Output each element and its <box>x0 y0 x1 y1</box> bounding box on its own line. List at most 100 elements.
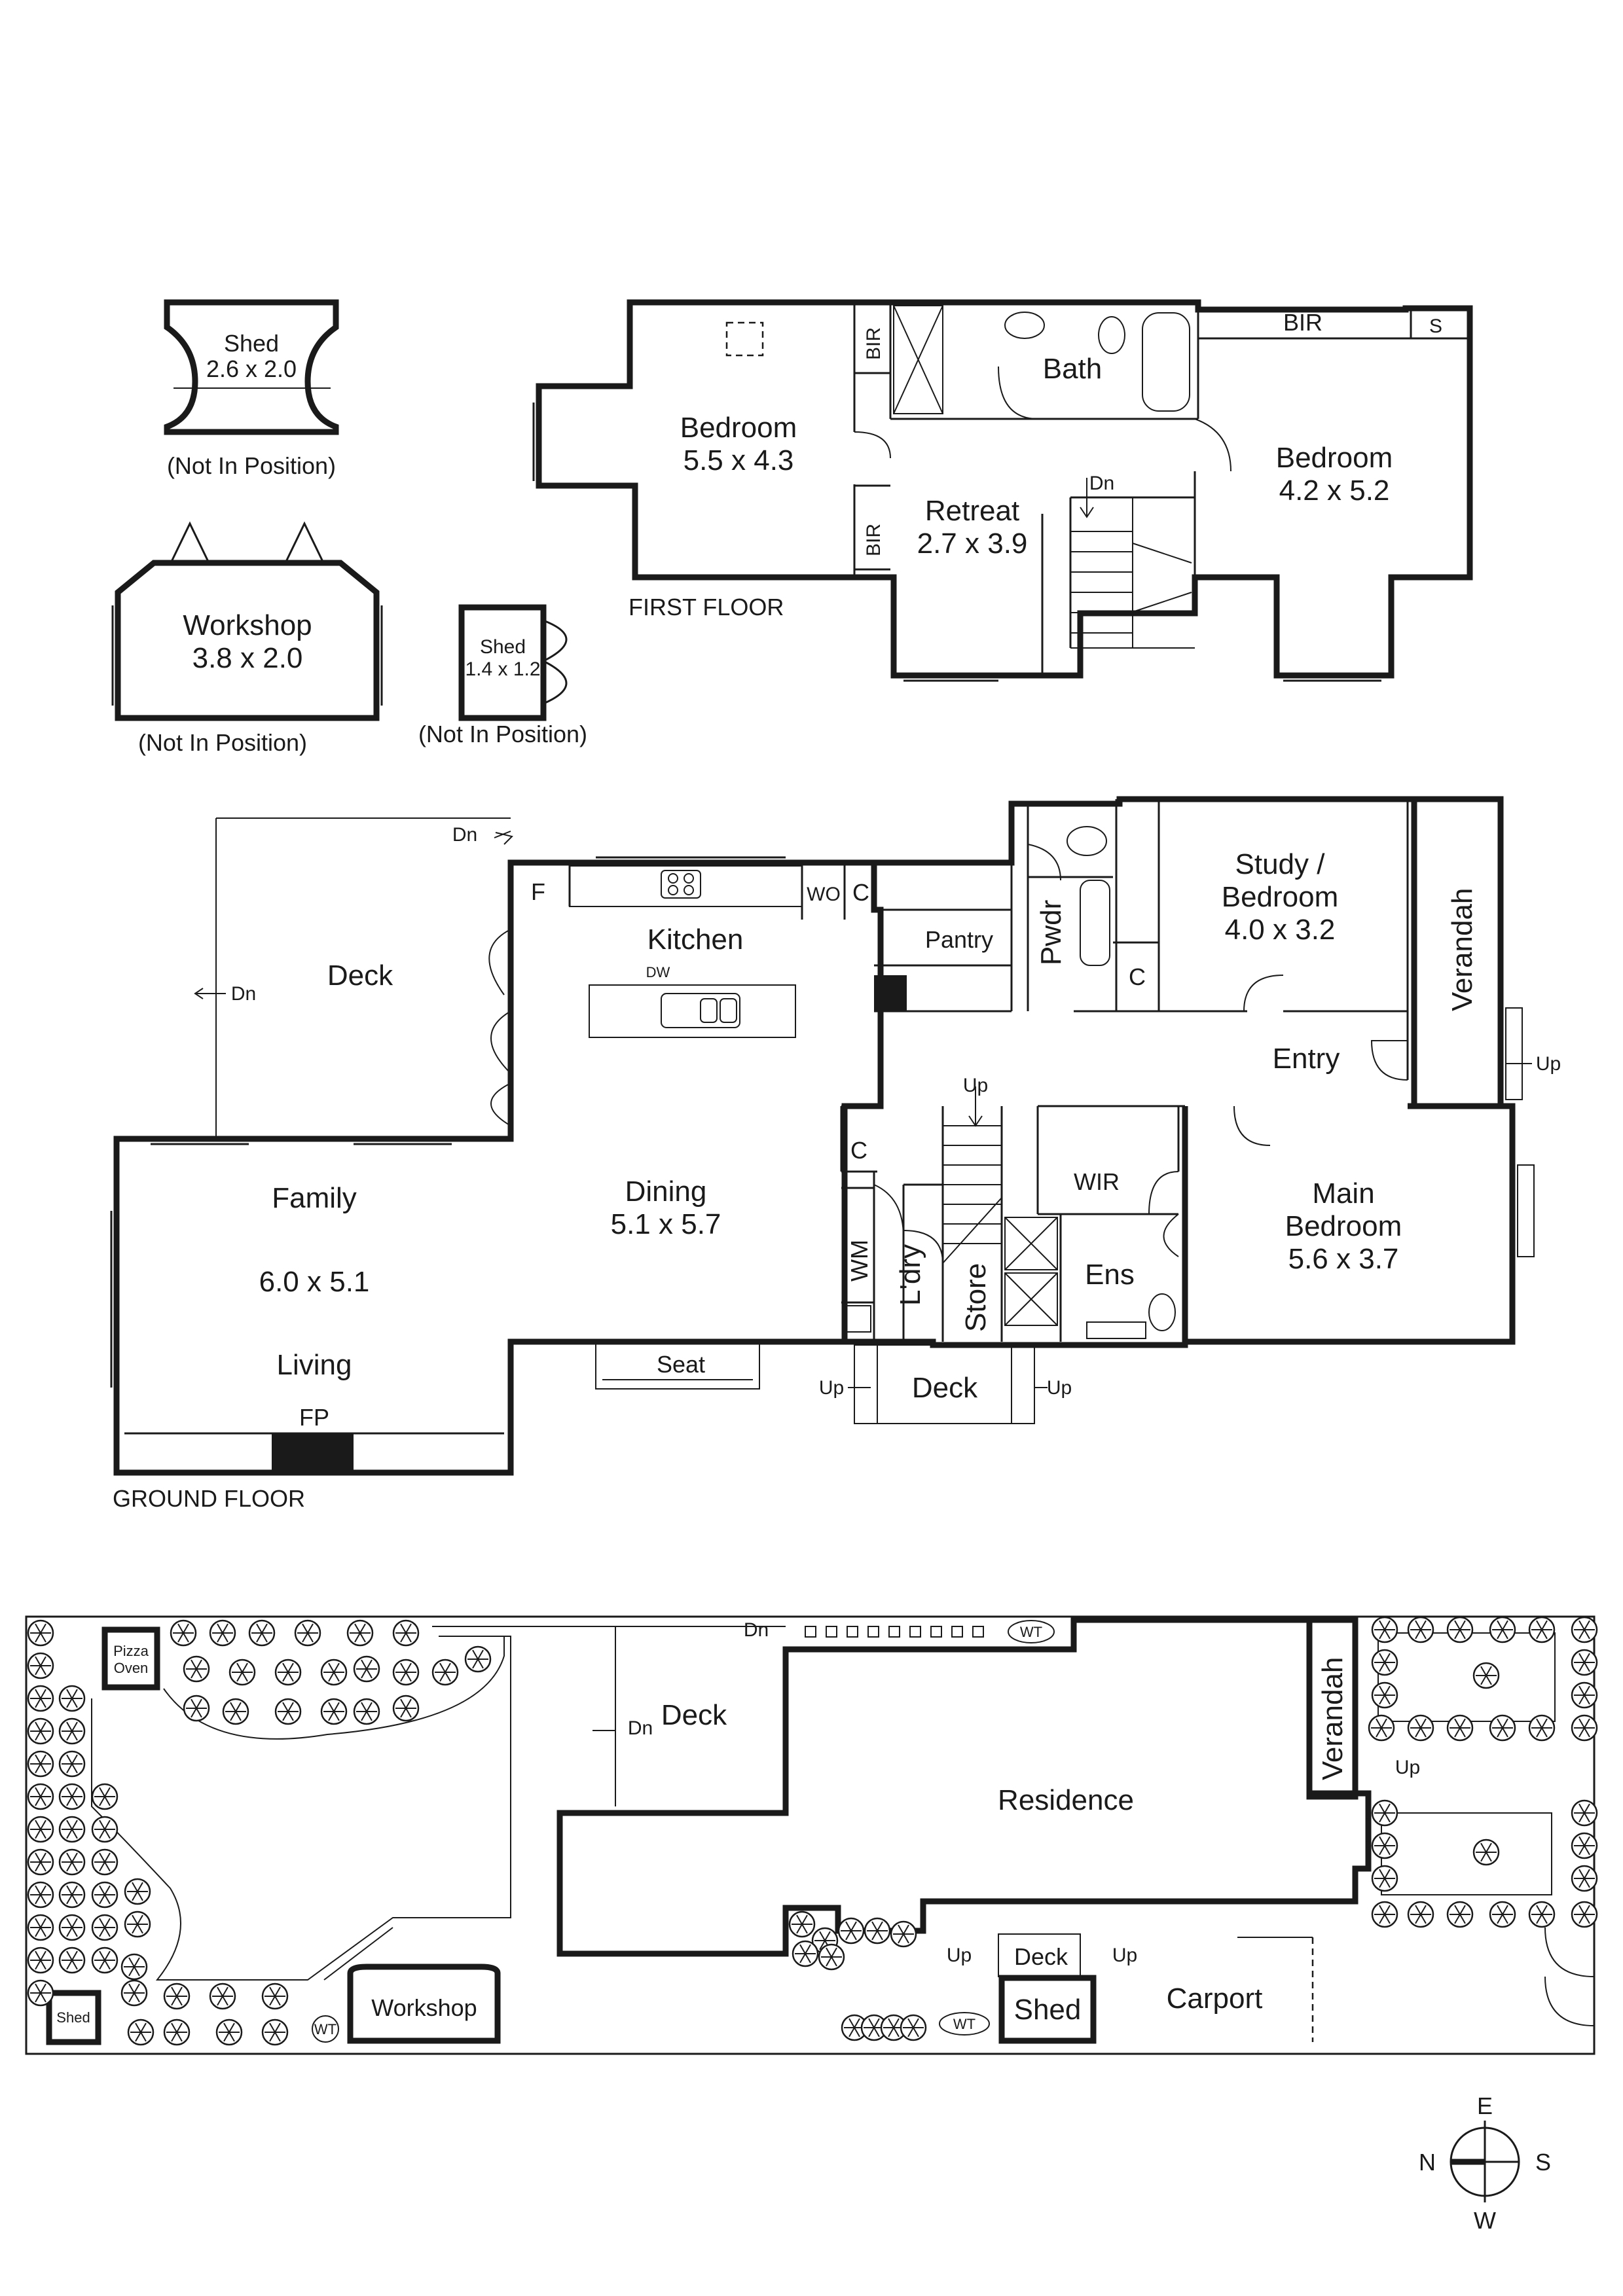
tree-branch <box>104 1861 111 1872</box>
tree-branch <box>1578 1653 1585 1663</box>
tree-branch <box>66 1754 73 1765</box>
tree-branch <box>40 1950 46 1961</box>
tree-branch <box>1381 1718 1387 1729</box>
tree-branch <box>35 1763 41 1774</box>
site-verandah: Verandah <box>1317 1657 1349 1780</box>
tree-branch <box>235 1711 242 1721</box>
tree-branch <box>1578 1845 1585 1856</box>
tree-branch <box>877 1921 883 1931</box>
tree-branch <box>845 1930 852 1941</box>
tree-branch <box>333 1702 340 1712</box>
tree-branch <box>99 1787 105 1797</box>
tree-branch <box>40 1754 46 1765</box>
tree-branch <box>1486 1666 1492 1676</box>
tree-branch <box>824 1931 831 1941</box>
tree-branch <box>242 1662 248 1673</box>
workshop-name: Workshop <box>183 609 312 641</box>
site-wt-2: WT <box>314 2021 337 2037</box>
tree-branch <box>831 1956 837 1967</box>
tree-branch <box>40 1894 46 1905</box>
tree-branch <box>66 1763 73 1774</box>
tree-branch <box>405 1623 412 1634</box>
site-boundary <box>25 1615 1596 2055</box>
gf-family: Family <box>272 1182 357 1214</box>
tree-branch <box>104 1820 111 1830</box>
tree-branch <box>1420 1620 1427 1630</box>
gf-deck-lower: Deck <box>912 1372 978 1404</box>
tree-branch <box>445 1662 451 1673</box>
tree-branch <box>71 1796 78 1806</box>
tree-branch <box>40 1787 46 1797</box>
tree-branch <box>71 1960 78 1970</box>
tree-branch <box>1459 1629 1466 1640</box>
tree-branch <box>274 2022 281 2033</box>
tree-branch <box>40 1829 46 1839</box>
tree-branch <box>99 1829 105 1839</box>
tree-branch <box>307 1623 314 1634</box>
tree-branch <box>1584 1718 1590 1729</box>
tree-branch <box>1384 1803 1391 1814</box>
tree-branch <box>871 1921 878 1931</box>
tree-branch <box>1584 1803 1590 1814</box>
site-pizza-1: Pizza <box>113 1643 149 1659</box>
tree-branch <box>845 1921 852 1931</box>
tree-branch <box>1486 1852 1492 1862</box>
gf-deck-upper: Deck <box>327 960 393 992</box>
compass-w: W <box>1474 2207 1496 2234</box>
tree-branch <box>71 1787 78 1797</box>
tree-branch <box>1454 1718 1461 1729</box>
tree-branch <box>71 1927 78 1937</box>
tree-branch <box>132 1891 138 1901</box>
tree-branch <box>826 1947 832 1958</box>
tree-branch <box>1541 1629 1548 1640</box>
tree-branch <box>223 2032 230 2042</box>
ff-bir-2: BIR <box>863 524 884 556</box>
tree-branch <box>302 1632 308 1643</box>
tree-branch <box>1578 1662 1585 1672</box>
tree-branch <box>1502 1727 1508 1738</box>
tree-branch <box>128 1992 135 2003</box>
tree-branch <box>913 2027 919 2037</box>
tree-branch <box>907 2027 914 2037</box>
tree-branch <box>366 1668 373 1679</box>
tree-branch <box>1420 1914 1427 1924</box>
gf-study-1: Study / <box>1235 848 1326 880</box>
tree-branch <box>40 1623 46 1634</box>
tree-branch <box>282 1672 289 1682</box>
tree-branch <box>104 1927 111 1937</box>
tree-branch <box>40 1927 46 1937</box>
tree-branch <box>40 1885 46 1895</box>
tree-branch <box>171 2022 177 2033</box>
tree-branch <box>40 1656 46 1666</box>
tree-branch <box>1384 1905 1391 1915</box>
workshop-size: 3.8 x 2.0 <box>192 642 303 674</box>
tree-branch <box>66 1894 73 1905</box>
tree-branch <box>35 1698 41 1708</box>
gf-verandah: Verandah <box>1446 888 1478 1011</box>
gf-dining: Dining <box>625 1175 707 1208</box>
tree-branch <box>1497 1727 1503 1738</box>
gf-f: F <box>531 878 545 905</box>
tree-branch <box>177 1632 184 1643</box>
tree-branch <box>850 1921 857 1931</box>
workshop-outline <box>111 521 383 721</box>
compass-icon <box>1450 2121 1520 2202</box>
tree-branch <box>191 1668 197 1679</box>
gf-c-2: C <box>1129 963 1146 990</box>
ff-retreat-name: Retreat <box>925 495 1019 527</box>
tree-branch <box>1541 1905 1548 1915</box>
tree-branch <box>1541 1727 1548 1738</box>
tree-branch <box>269 2032 276 2042</box>
site-wt-1: WT <box>1020 1624 1042 1640</box>
tree-branch <box>871 1930 878 1941</box>
tree-branch <box>282 1711 289 1721</box>
tree-branch <box>35 1927 41 1937</box>
site-residence: Residence <box>998 1784 1134 1816</box>
tree-branch <box>1480 1842 1487 1853</box>
gf-study-2: Bedroom <box>1222 881 1339 913</box>
shed-b-name: Shed <box>480 636 526 658</box>
tree-branch <box>477 1649 484 1660</box>
tree-branch <box>1497 1718 1503 1729</box>
tree-branch <box>137 1924 143 1934</box>
tree-branch <box>71 1698 78 1708</box>
